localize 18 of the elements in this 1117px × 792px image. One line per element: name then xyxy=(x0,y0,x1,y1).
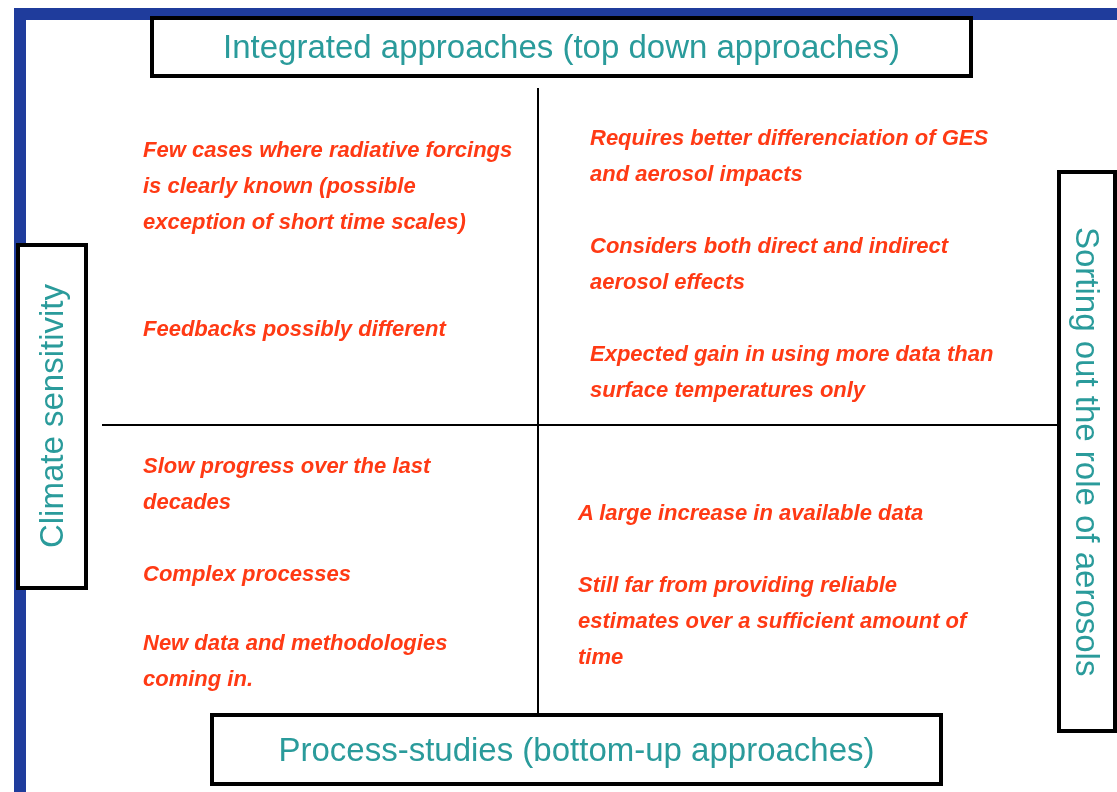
note-text: New data and methodologies coming in. xyxy=(143,629,449,693)
note-text: Complex processes xyxy=(143,560,352,588)
heading-box xyxy=(210,713,943,786)
heading-text: Climate sensitivity xyxy=(33,284,71,549)
heading-box xyxy=(150,16,973,78)
heading-text: Process-studies (bottom-up approaches) xyxy=(278,730,875,769)
note-text: Feedbacks possibly different xyxy=(143,315,448,343)
note-text: Expected gain in using more data than surface temperatures only xyxy=(590,340,995,404)
note-text: A large increase in available data xyxy=(578,499,925,527)
note-text: Slow progress over the last decades xyxy=(143,452,432,516)
heading-text: Sorting out the role of aerosols xyxy=(1068,226,1106,677)
heading-box xyxy=(16,243,88,590)
note-text: Still far from providing reliable estimates over a sufficient amount of time xyxy=(578,571,969,671)
note-text: Few cases where radiative forcings is clearly known (possible exception of short time scales) xyxy=(143,136,514,236)
note-text: Considers both direct and indirect aerosol effects xyxy=(590,232,950,296)
heading-text: Integrated approaches (top down approaches) xyxy=(223,28,900,66)
heading-box xyxy=(1057,170,1117,733)
note-text: Requires better differenciation of GES and aerosol impacts xyxy=(590,124,990,188)
